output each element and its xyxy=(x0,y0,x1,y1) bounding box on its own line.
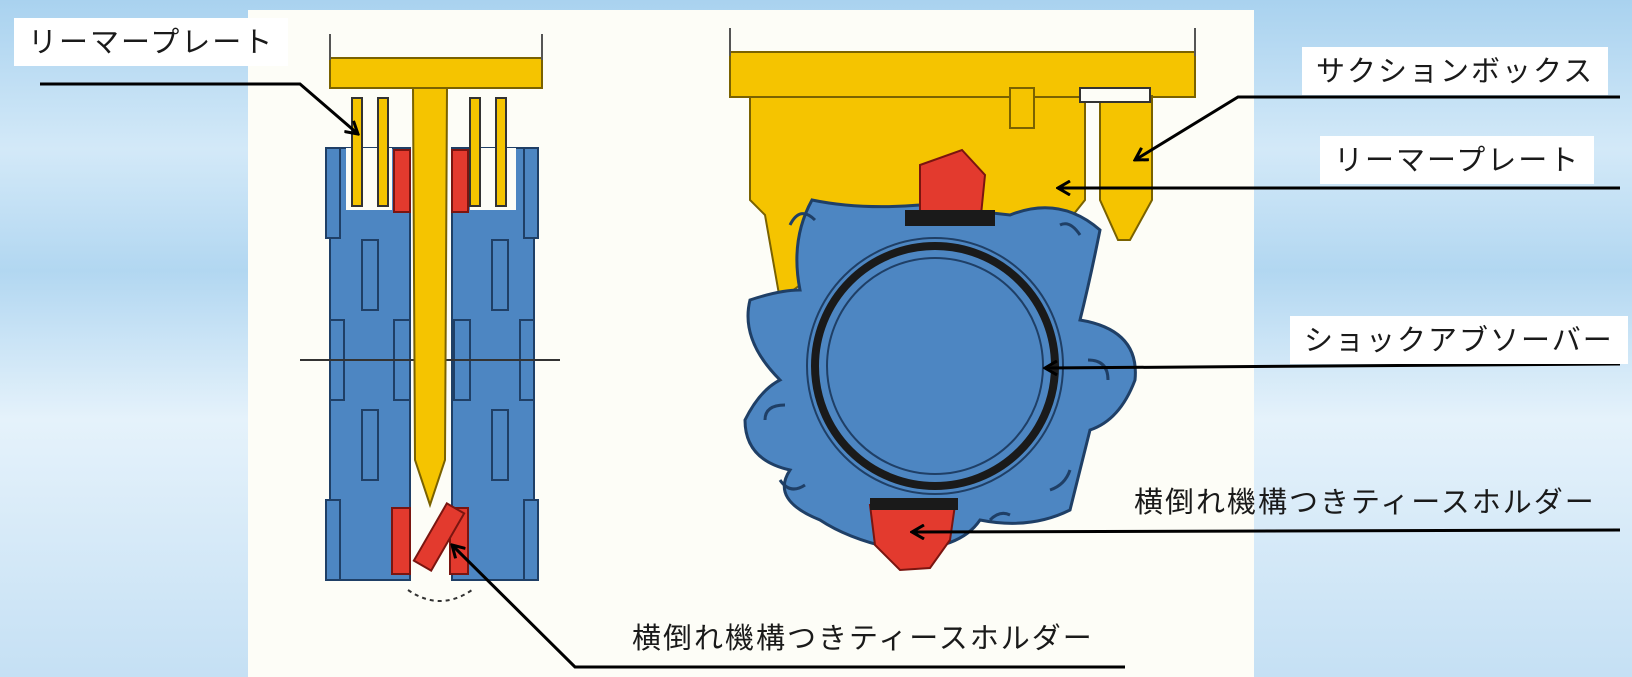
label-suction-box: サクションボックス xyxy=(1302,47,1609,95)
side-frame-bar xyxy=(329,57,543,89)
leader-arrows xyxy=(40,82,1621,669)
side-teeth-holders xyxy=(391,149,469,575)
arrow-reamer-plate-left xyxy=(40,82,358,134)
label-reamer-plate-right: リーマープレート xyxy=(1320,136,1595,184)
label-teeth-holder-right: 横倒れ機構つきティースホルダー xyxy=(1134,485,1596,519)
side-center-shaft xyxy=(411,87,449,509)
arrow-shock-absorber xyxy=(1045,364,1621,368)
side-reamer-plates xyxy=(351,97,507,207)
side-view xyxy=(300,34,560,602)
front-view xyxy=(729,28,1196,572)
arrow-teeth-holder-bottom xyxy=(452,545,1125,669)
arrow-suction-box xyxy=(1135,95,1620,160)
label-reamer-plate-left: リーマープレート xyxy=(14,18,289,66)
label-teeth-holder-bottom: 横倒れ機構つきティースホルダー xyxy=(632,621,1094,655)
arrow-teeth-holder-right xyxy=(912,530,1621,532)
label-shock-absorber: ショックアブソーバー xyxy=(1290,316,1628,364)
